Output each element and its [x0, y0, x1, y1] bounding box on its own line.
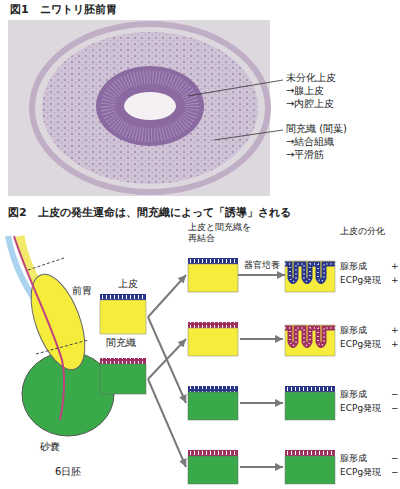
stripe-fill: [285, 386, 335, 392]
arrow: [148, 379, 186, 467]
result-sign: −: [391, 389, 399, 400]
result-label: ECPg発現: [340, 403, 381, 414]
gland-striation: [285, 264, 335, 282]
mesenchyme-block: [188, 328, 238, 356]
tissue-shape: [285, 450, 335, 484]
tissue-label: 間充織: [106, 337, 136, 349]
recombined-tissue: 上皮と間充織を再結合: [188, 258, 238, 292]
arrow: [240, 402, 283, 404]
arrow: [148, 275, 186, 317]
stripe-fill: [285, 450, 335, 456]
part-label: →腺上皮: [286, 85, 324, 97]
result-sign: +: [391, 261, 399, 272]
block-fill: [285, 325, 335, 356]
leader-line: [188, 80, 283, 96]
result-sign: −: [391, 467, 399, 478]
result-label: 腺形成: [340, 453, 367, 464]
tissue-label: 上皮: [118, 278, 138, 290]
result-label: 腺形成: [340, 389, 367, 400]
mesenchyme-block: 間充織: [100, 300, 146, 334]
gizzard-epithelium-strip: [100, 358, 146, 364]
process-arrow: [238, 274, 285, 276]
arrow: [240, 466, 283, 468]
gland-striation: [285, 328, 335, 346]
tissue-outline: [32, 24, 268, 192]
block-fill: [188, 264, 238, 292]
step-heading: 上皮と間充織を再結合: [188, 222, 252, 244]
epithelium-strip: [188, 450, 238, 456]
result-tissue: 上皮の分化腺形成+ECPg発現+: [285, 258, 335, 292]
epithelium-strip: 上皮: [100, 294, 146, 300]
micrograph-background: [8, 20, 270, 196]
result-label: ECPg発現: [340, 467, 381, 478]
result-sign: +: [391, 325, 399, 336]
mesenchyme-block: [188, 456, 238, 484]
gland-epithelium: [285, 328, 335, 346]
block-fill: [285, 261, 335, 292]
cut-line: [28, 258, 64, 270]
part-label: 砂嚢: [40, 441, 60, 453]
result-sign: −: [391, 453, 399, 464]
part-label: →結合組織: [286, 136, 334, 148]
tissue-shape: [100, 294, 146, 300]
block-fill: [285, 456, 335, 484]
column-heading: 上皮の分化: [340, 226, 385, 237]
part-label: 未分化上皮: [286, 72, 336, 84]
cut-line: [36, 340, 88, 354]
result-tissue: 腺形成+ECPg発現+: [285, 322, 335, 356]
lumen: [124, 92, 176, 120]
mesenchyme-tissue: [42, 32, 258, 184]
gland-epithelium: [285, 264, 335, 282]
part-label: →内腔上皮: [286, 98, 334, 110]
tissue-shape: [285, 386, 335, 420]
tissue-shape: [285, 322, 335, 356]
epithelium-strip: [188, 322, 238, 328]
mesenchyme-block: [188, 392, 238, 420]
gizzard-mesenchyme-block: [100, 364, 146, 394]
result-label: 腺形成: [340, 325, 367, 336]
result-tissue: 腺形成−ECPg発現−: [285, 450, 335, 484]
figure-title: 図2 上皮の発生運命は、間充織によって「誘導」される: [8, 206, 291, 219]
part-label: →平滑筋: [286, 149, 324, 161]
result-tissue: 腺形成−ECPg発現−: [285, 386, 335, 420]
mesenchyme-cells: [42, 32, 258, 184]
tissue-shape: [100, 300, 146, 334]
stripe-fill: [188, 258, 238, 264]
epithelium-strip: [188, 386, 238, 392]
result-sign: +: [391, 275, 399, 286]
step-label: 器官培養: [244, 260, 280, 271]
tissue-shape: [285, 258, 335, 292]
result-label: ECPg発現: [340, 275, 381, 286]
epithelium-striation: [108, 77, 192, 135]
epithelium-ring: [96, 66, 204, 146]
result-sign: +: [391, 339, 399, 350]
part-label: 6日胚: [55, 466, 81, 478]
tissue-shape: [188, 258, 238, 292]
stripe-fill: [100, 294, 146, 300]
arrow: [148, 339, 186, 379]
block-fill: [285, 392, 335, 420]
figure-title: 図1 ニワトリ胚前胃: [10, 3, 117, 16]
lumen-line: [14, 236, 64, 420]
leader-line: [214, 130, 283, 140]
part-label: 間充織 (間葉): [286, 123, 347, 135]
arrow: [240, 338, 283, 340]
result-label: ECPg発現: [340, 339, 381, 350]
block-fill: [100, 300, 146, 334]
result-sign: −: [391, 403, 399, 414]
result-label: 腺形成: [340, 261, 367, 272]
part-label: 前胃: [72, 285, 92, 297]
